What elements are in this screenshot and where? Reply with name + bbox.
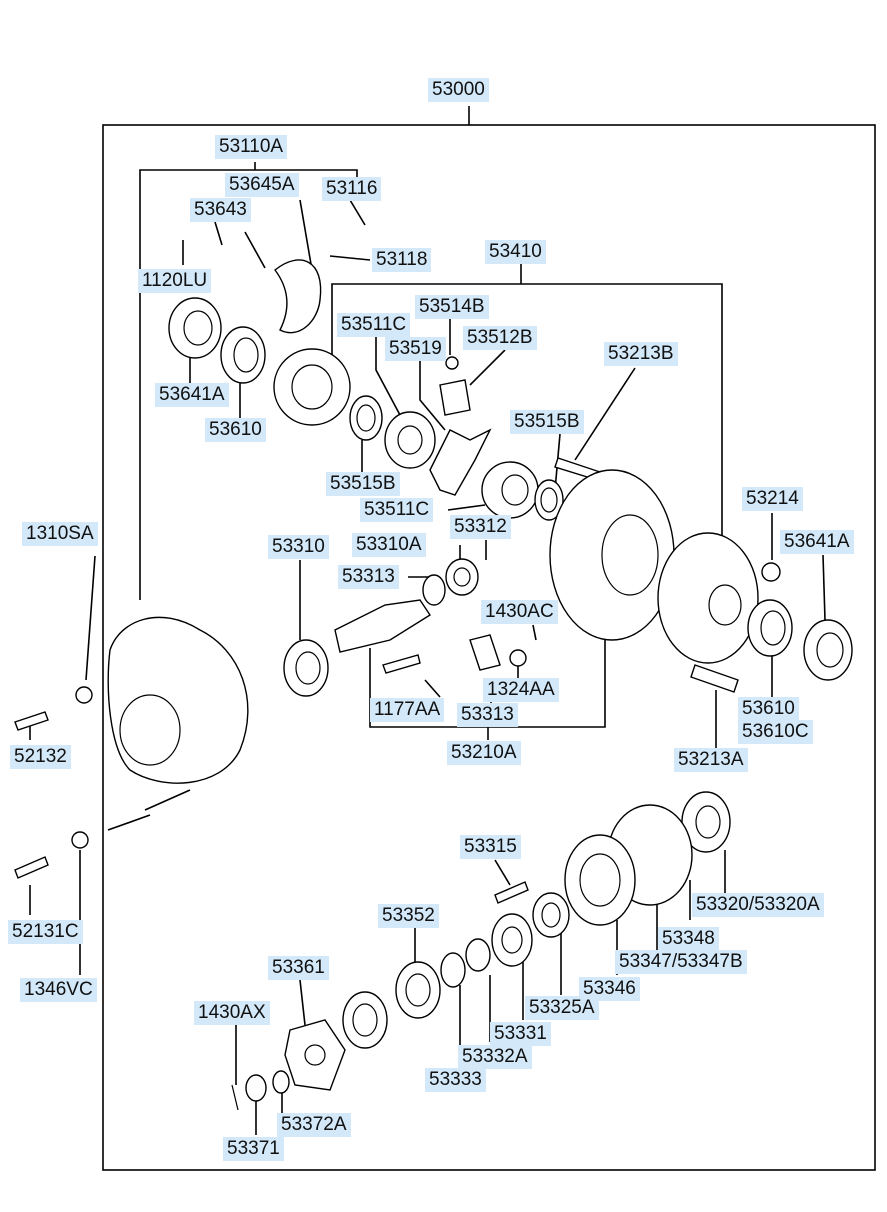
side-gear-left (384, 411, 436, 469)
label-1346VC: 1346VC (20, 978, 97, 1002)
label-53519: 53519 (385, 337, 446, 361)
label-53110A: 53110A (215, 135, 288, 159)
label-53610C: 53610C (738, 720, 813, 744)
label-53347-53347B: 53347/53347B (615, 950, 747, 974)
label-53116: 53116 (322, 177, 382, 201)
bearing-53331 (491, 913, 533, 967)
label-53313-bottom: 53313 (457, 703, 518, 727)
diff-carrier-housing (107, 616, 249, 784)
pinion-shaft-spider (429, 428, 492, 496)
label-1324AA: 1324AA (483, 678, 559, 702)
label-53310: 53310 (268, 535, 329, 559)
bearing-cap (274, 259, 322, 334)
bearing-53610-right (747, 599, 793, 657)
side-gear-right (481, 461, 539, 519)
label-53352: 53352 (378, 904, 439, 928)
label-53214: 53214 (742, 487, 803, 511)
bolt-52132 (14, 711, 49, 731)
bolt-53315 (494, 881, 529, 904)
label-53361: 53361 (268, 956, 329, 980)
label-53610-left: 53610 (205, 418, 266, 442)
label-52131C: 52131C (8, 920, 83, 944)
label-53512B: 53512B (463, 326, 537, 350)
leader-lines (29, 162, 826, 1135)
label-53312: 53312 (450, 515, 511, 539)
bearing-53325A (532, 892, 570, 938)
thrust-washer-right (534, 479, 564, 521)
shim-53313 (422, 574, 446, 606)
label-53118: 53118 (372, 248, 432, 272)
part-sketches (14, 259, 853, 1111)
label-1177AA: 1177AA (370, 698, 445, 722)
label-53515B-left: 53515B (326, 472, 400, 496)
dust-deflector (342, 991, 388, 1049)
label-53348: 53348 (658, 927, 719, 951)
label-53511C-bottom: 53511C (360, 498, 434, 522)
bolt-1177AA (382, 654, 421, 674)
ring-gear (549, 469, 675, 641)
label-53000: 53000 (428, 78, 489, 102)
seal-53352 (395, 961, 441, 1019)
label-53320-53320A: 53320/53320A (692, 893, 824, 917)
bearing-53641A-right (803, 619, 853, 681)
spacer-53332A (465, 938, 491, 972)
label-53213A: 53213A (674, 748, 748, 772)
bearing-53641A-left (168, 297, 222, 359)
nut-1310SA (75, 686, 93, 704)
bearing-53310 (283, 639, 329, 697)
nut-53371 (245, 1074, 267, 1102)
nut-53214 (761, 562, 781, 582)
label-53643: 53643 (190, 198, 251, 222)
label-53641A-right: 53641A (780, 530, 854, 554)
pinion-drive (334, 599, 431, 653)
label-53331: 53331 (490, 1022, 551, 1046)
cotter-pin-1430AX (231, 1084, 239, 1111)
label-53514B: 53514B (415, 295, 489, 319)
washer-53372A (272, 1070, 290, 1094)
diff-case (273, 348, 351, 426)
bolt-53213A (690, 664, 739, 693)
label-53310A: 53310A (352, 533, 426, 557)
label-1120LU: 1120LU (138, 269, 212, 293)
label-53645A: 53645A (225, 173, 299, 197)
label-53313-top: 53313 (338, 565, 399, 589)
label-53210A: 53210A (447, 741, 521, 765)
bolt-52131C (14, 856, 49, 879)
label-53371: 53371 (223, 1137, 284, 1161)
label-53372A: 53372A (277, 1113, 351, 1137)
label-53325A: 53325A (525, 996, 599, 1020)
assembly-frame (102, 124, 876, 1171)
label-53641A-left: 53641A (155, 383, 229, 407)
label-53515B-right: 53515B (510, 410, 584, 434)
pinion-gear-top (439, 356, 471, 416)
label-52132: 52132 (10, 745, 71, 769)
housing-53346 (564, 834, 636, 926)
label-53333: 53333 (425, 1068, 486, 1092)
label-53332A: 53332A (458, 1045, 532, 1069)
ring-53333 (440, 952, 466, 988)
diff-carrier-right (657, 532, 759, 664)
thrust-washer (349, 395, 383, 441)
flange-53361 (284, 1019, 346, 1091)
bearing-53610-left (220, 326, 266, 384)
nut-1324AA (509, 649, 527, 667)
label-53610-right: 53610 (738, 697, 799, 721)
label-53511C-top: 53511C (337, 313, 411, 337)
label-53410: 53410 (485, 240, 546, 264)
label-1430AC: 1430AC (481, 600, 558, 624)
nut-1346VC (71, 831, 89, 849)
label-53315: 53315 (460, 835, 521, 859)
plate-53313 (469, 634, 501, 671)
label-1310SA: 1310SA (22, 522, 98, 546)
label-1430AX: 1430AX (194, 1001, 270, 1025)
label-53213B: 53213B (604, 342, 678, 366)
spacer-53310A (445, 558, 479, 596)
